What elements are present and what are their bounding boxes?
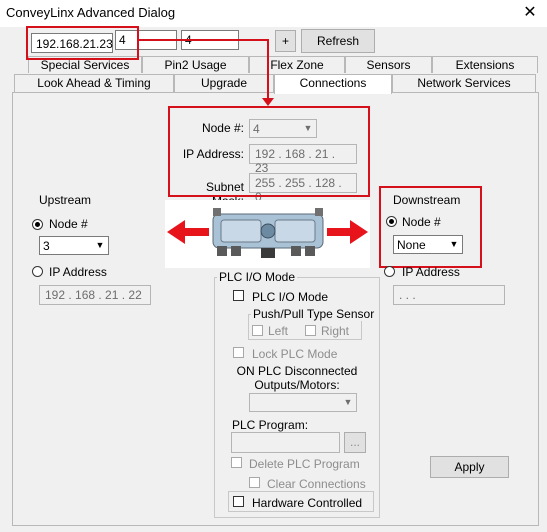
- right-checkbox[interactable]: [305, 325, 316, 336]
- center-highlight-box: [168, 106, 370, 197]
- outputs-motors-label: Outputs/Motors:: [254, 378, 340, 392]
- clear-connections-checkbox[interactable]: [249, 477, 260, 488]
- downstream-ip-display: . . .: [393, 285, 505, 305]
- hardware-controlled-checkbox[interactable]: [233, 496, 244, 507]
- device-image: [165, 200, 370, 268]
- downstream-node-value: None: [397, 238, 426, 252]
- upstream-node-radio[interactable]: [32, 219, 43, 230]
- downstream-ip-label: IP Address: [402, 265, 460, 279]
- left-label: Left: [268, 324, 289, 338]
- upstream-node-value: 3: [43, 239, 50, 253]
- on-plc-disconnected-label: ON PLC Disconnected: [236, 364, 358, 378]
- upstream-ip-label: IP Address: [49, 265, 107, 279]
- outputs-motors-select[interactable]: ▼: [249, 393, 357, 412]
- title-bar: [0, 0, 547, 27]
- right-label: Right: [321, 324, 350, 338]
- downstream-ip-radio[interactable]: [384, 266, 395, 277]
- upstream-ip-radio[interactable]: [32, 266, 43, 277]
- chevron-down-icon: ▼: [449, 239, 459, 249]
- delete-plc-program-label: Delete PLC Program: [249, 457, 360, 471]
- tab-sensors[interactable]: Sensors: [345, 56, 432, 73]
- ip-address-input[interactable]: 192.168.21.23: [31, 33, 113, 53]
- plc-io-mode-label: PLC I/O Mode: [252, 290, 329, 304]
- lock-plc-mode-checkbox[interactable]: [233, 347, 244, 358]
- lock-plc-mode-label: Lock PLC Mode: [252, 347, 338, 361]
- hardware-controlled-box: [228, 491, 374, 512]
- subnet-mask-display: 255 . 255 . 128 . 0: [249, 173, 357, 204]
- node-label: Node #:: [201, 121, 244, 135]
- refresh-button[interactable]: Refresh: [301, 29, 375, 53]
- plc-io-mode-checkbox[interactable]: [233, 290, 244, 301]
- node-select: 4 ▼: [249, 119, 317, 138]
- push-pull-title: Push/Pull Type Sensor: [251, 307, 377, 321]
- delete-plc-program-checkbox[interactable]: [231, 457, 242, 468]
- browse-button[interactable]: ...: [344, 432, 366, 453]
- close-icon[interactable]: ✕: [523, 4, 537, 21]
- upstream-node-select[interactable]: 3 ▼: [39, 236, 109, 255]
- top-highlight-box: [26, 26, 139, 60]
- hardware-controlled-label: Hardware Controlled: [252, 496, 363, 510]
- left-checkbox[interactable]: [252, 325, 263, 336]
- apply-button[interactable]: Apply: [430, 456, 509, 478]
- downstream-highlight-box: [379, 186, 482, 268]
- chevron-down-icon: ▼: [343, 397, 353, 407]
- plus-button[interactable]: +: [275, 30, 296, 52]
- tab-extensions[interactable]: Extensions: [432, 56, 538, 73]
- tab-special-services[interactable]: Special Services: [28, 56, 142, 73]
- tab-look-ahead-timing[interactable]: Look Ahead & Timing: [14, 74, 174, 92]
- clear-connections-label: Clear Connections: [267, 477, 366, 491]
- plc-io-mode-group-title: PLC I/O Mode: [217, 270, 298, 284]
- downstream-node-radio[interactable]: [386, 216, 397, 227]
- upstream-ip-display: 192 . 168 . 21 . 22: [39, 285, 151, 305]
- downstream-node-select[interactable]: None ▼: [393, 235, 463, 254]
- tab-connections[interactable]: Connections: [274, 74, 392, 94]
- upstream-node-label: Node #: [49, 217, 88, 231]
- window-title: ConveyLinx Advanced Dialog: [6, 5, 176, 20]
- ip-address-display: 192 . 168 . 21 . 23: [249, 144, 357, 175]
- chevron-down-icon: ▼: [95, 240, 105, 250]
- downstream-title: Downstream: [393, 193, 461, 207]
- tab-flex-zone[interactable]: Flex Zone: [249, 56, 345, 73]
- conveylinx-module-icon: [167, 208, 368, 258]
- node-select-value: 4: [253, 122, 260, 136]
- tab-network-services[interactable]: Network Services: [392, 74, 536, 92]
- tab-pin2-usage[interactable]: Pin2 Usage: [142, 56, 249, 73]
- downstream-node-label: Node #: [402, 215, 441, 229]
- plc-program-input[interactable]: [231, 432, 340, 453]
- upstream-title: Upstream: [39, 193, 92, 207]
- chevron-down-icon: ▼: [303, 123, 313, 133]
- plc-program-label: PLC Program:: [232, 418, 309, 432]
- tab-upgrade[interactable]: Upgrade: [174, 74, 274, 92]
- ip-address-label: IP Address:: [182, 147, 244, 161]
